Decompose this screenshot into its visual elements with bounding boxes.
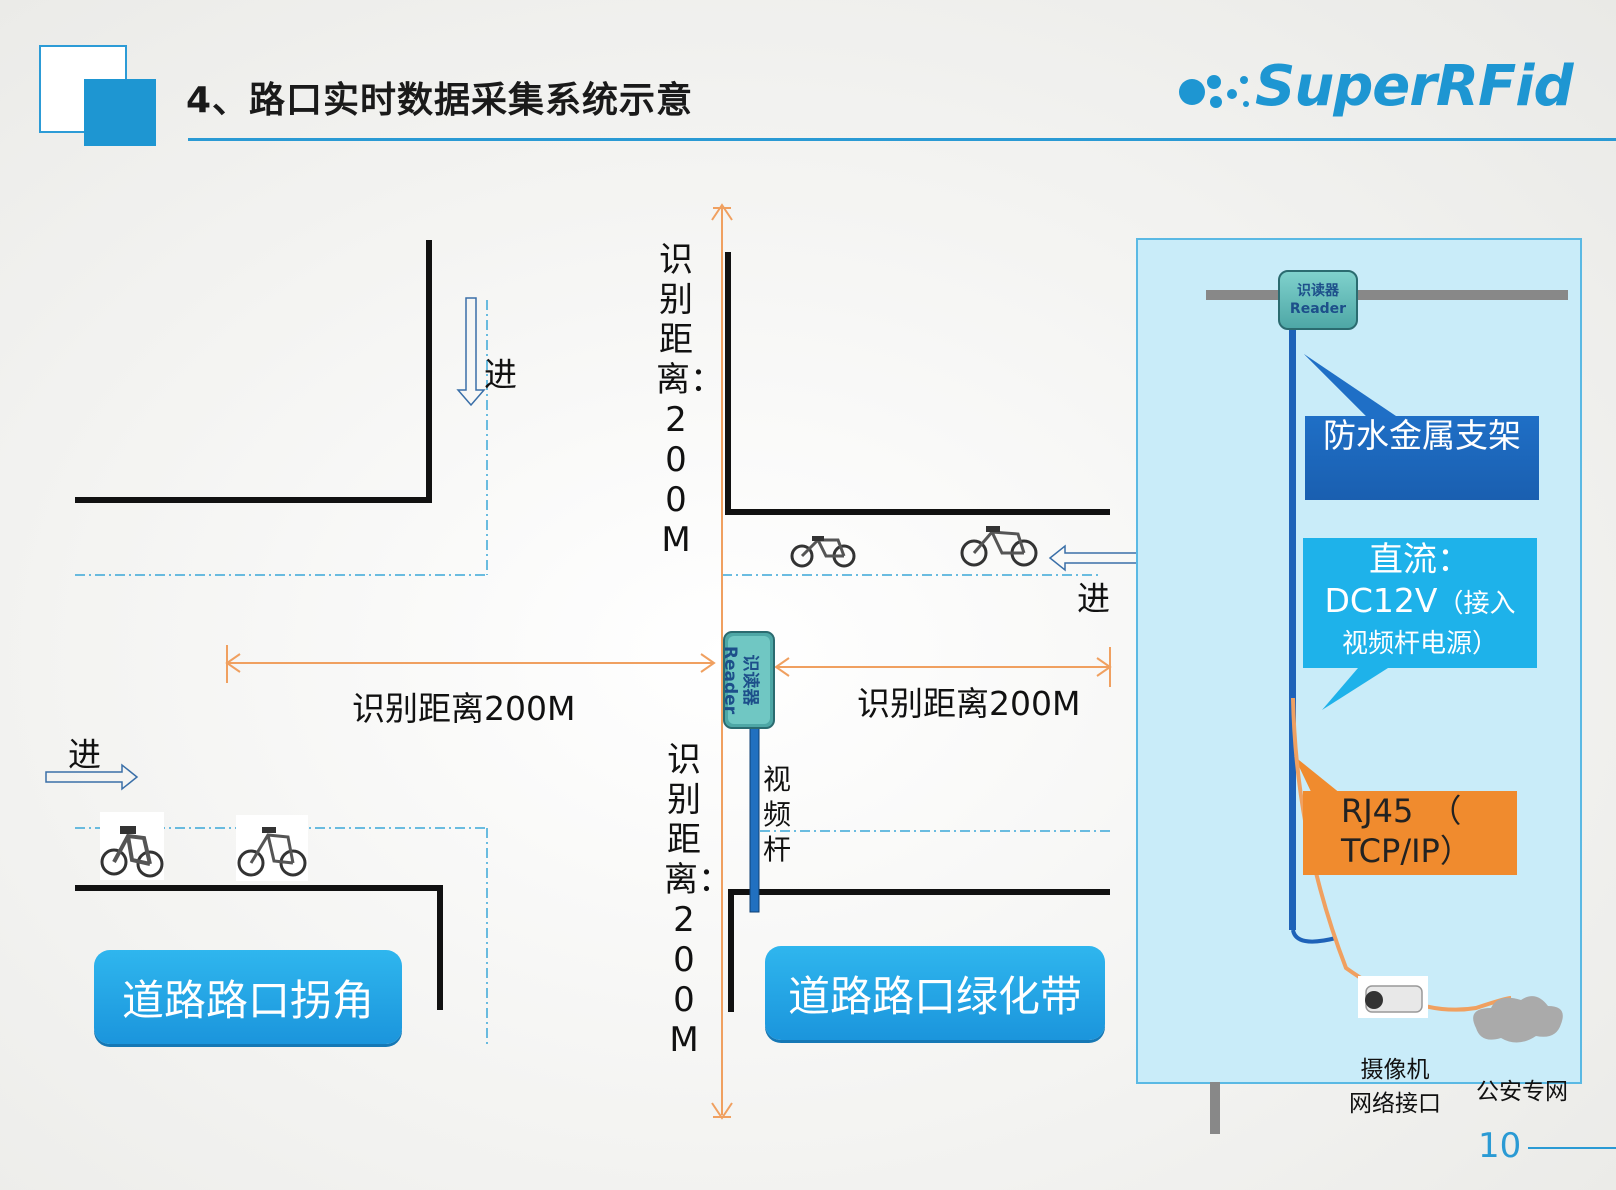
enter-label: 进 xyxy=(68,735,101,774)
video-pole-label: 视频杆 xyxy=(762,763,791,866)
video-pole-icon xyxy=(749,724,760,913)
dc-source-note: 视频杆电源） xyxy=(1341,629,1498,659)
enter-label: 进 xyxy=(484,355,517,394)
camera-line2: 网络接口 xyxy=(1349,1091,1441,1117)
recognition-distance-left: 识别距离200M xyxy=(352,689,576,728)
rj45-callout: RJ45 （ TCP/IP） xyxy=(1303,791,1517,875)
brand-logo: SuperRFid xyxy=(1255,54,1574,119)
arrow-left-icon xyxy=(1048,544,1141,572)
recognition-distance-vertical-top: 识别距离：200M xyxy=(656,240,724,560)
bicycle-icon xyxy=(960,526,1038,567)
waterproof-bracket-callout: 防水金属支架 xyxy=(1305,416,1539,500)
install-diagram xyxy=(1206,290,1568,1134)
header-decor-fill xyxy=(84,79,156,146)
curb-top-left xyxy=(75,240,432,503)
recognition-distance-right: 识别距离200M xyxy=(857,684,1081,723)
curb-bottom-right xyxy=(728,889,1110,1012)
road-corner-button[interactable]: 道路路口拐角 xyxy=(94,950,402,1044)
bicycle-icon xyxy=(100,812,164,880)
page-number: 10 xyxy=(1478,1126,1522,1166)
bicycle-icon xyxy=(790,536,856,568)
dc-power-callout: 直流： DC12V（接入 视频杆电源） xyxy=(1303,538,1537,668)
arrow-down-icon xyxy=(456,297,486,407)
police-network-label: 公安专网 xyxy=(1476,1079,1568,1105)
recognition-distance-vertical-bottom: 识别距离：200M xyxy=(664,740,732,1060)
dc-power-title: 直流： xyxy=(1369,540,1471,580)
reader-en-text: Reader xyxy=(1289,301,1347,317)
curb-bottom-left xyxy=(75,885,443,1010)
reader-cn-text: 识读器 xyxy=(1297,283,1339,299)
reader-en-text: Reader xyxy=(720,645,740,715)
page-title: 4、路口实时数据采集系统示意 xyxy=(186,80,694,121)
logo-dots-icon xyxy=(1179,75,1249,108)
arrow-right-icon xyxy=(45,763,139,791)
dc-voltage: DC12V xyxy=(1324,581,1438,620)
bicycle-icon xyxy=(236,815,308,881)
dc-connect-note: （接入 xyxy=(1437,589,1516,619)
green-belt-button[interactable]: 道路路口绿化带 xyxy=(765,946,1105,1040)
camera-interface-label: 摄像机 网络接口 xyxy=(1340,1050,1450,1118)
camera-line1: 摄像机 xyxy=(1360,1057,1430,1083)
curb-top-right xyxy=(725,252,1110,515)
reader-device-top: 识读器 Reader xyxy=(1278,270,1358,330)
cloud-icon xyxy=(1473,996,1563,1043)
rj45-line1: RJ45 （ xyxy=(1341,792,1462,830)
reader-center-label: 识读器 Reader xyxy=(720,630,765,730)
page-number-line xyxy=(1528,1147,1616,1149)
reader-cn-text: 识读器 xyxy=(740,654,760,706)
header-divider xyxy=(188,138,1616,141)
rj45-line2: TCP/IP） xyxy=(1341,832,1472,870)
enter-label: 进 xyxy=(1077,579,1110,618)
